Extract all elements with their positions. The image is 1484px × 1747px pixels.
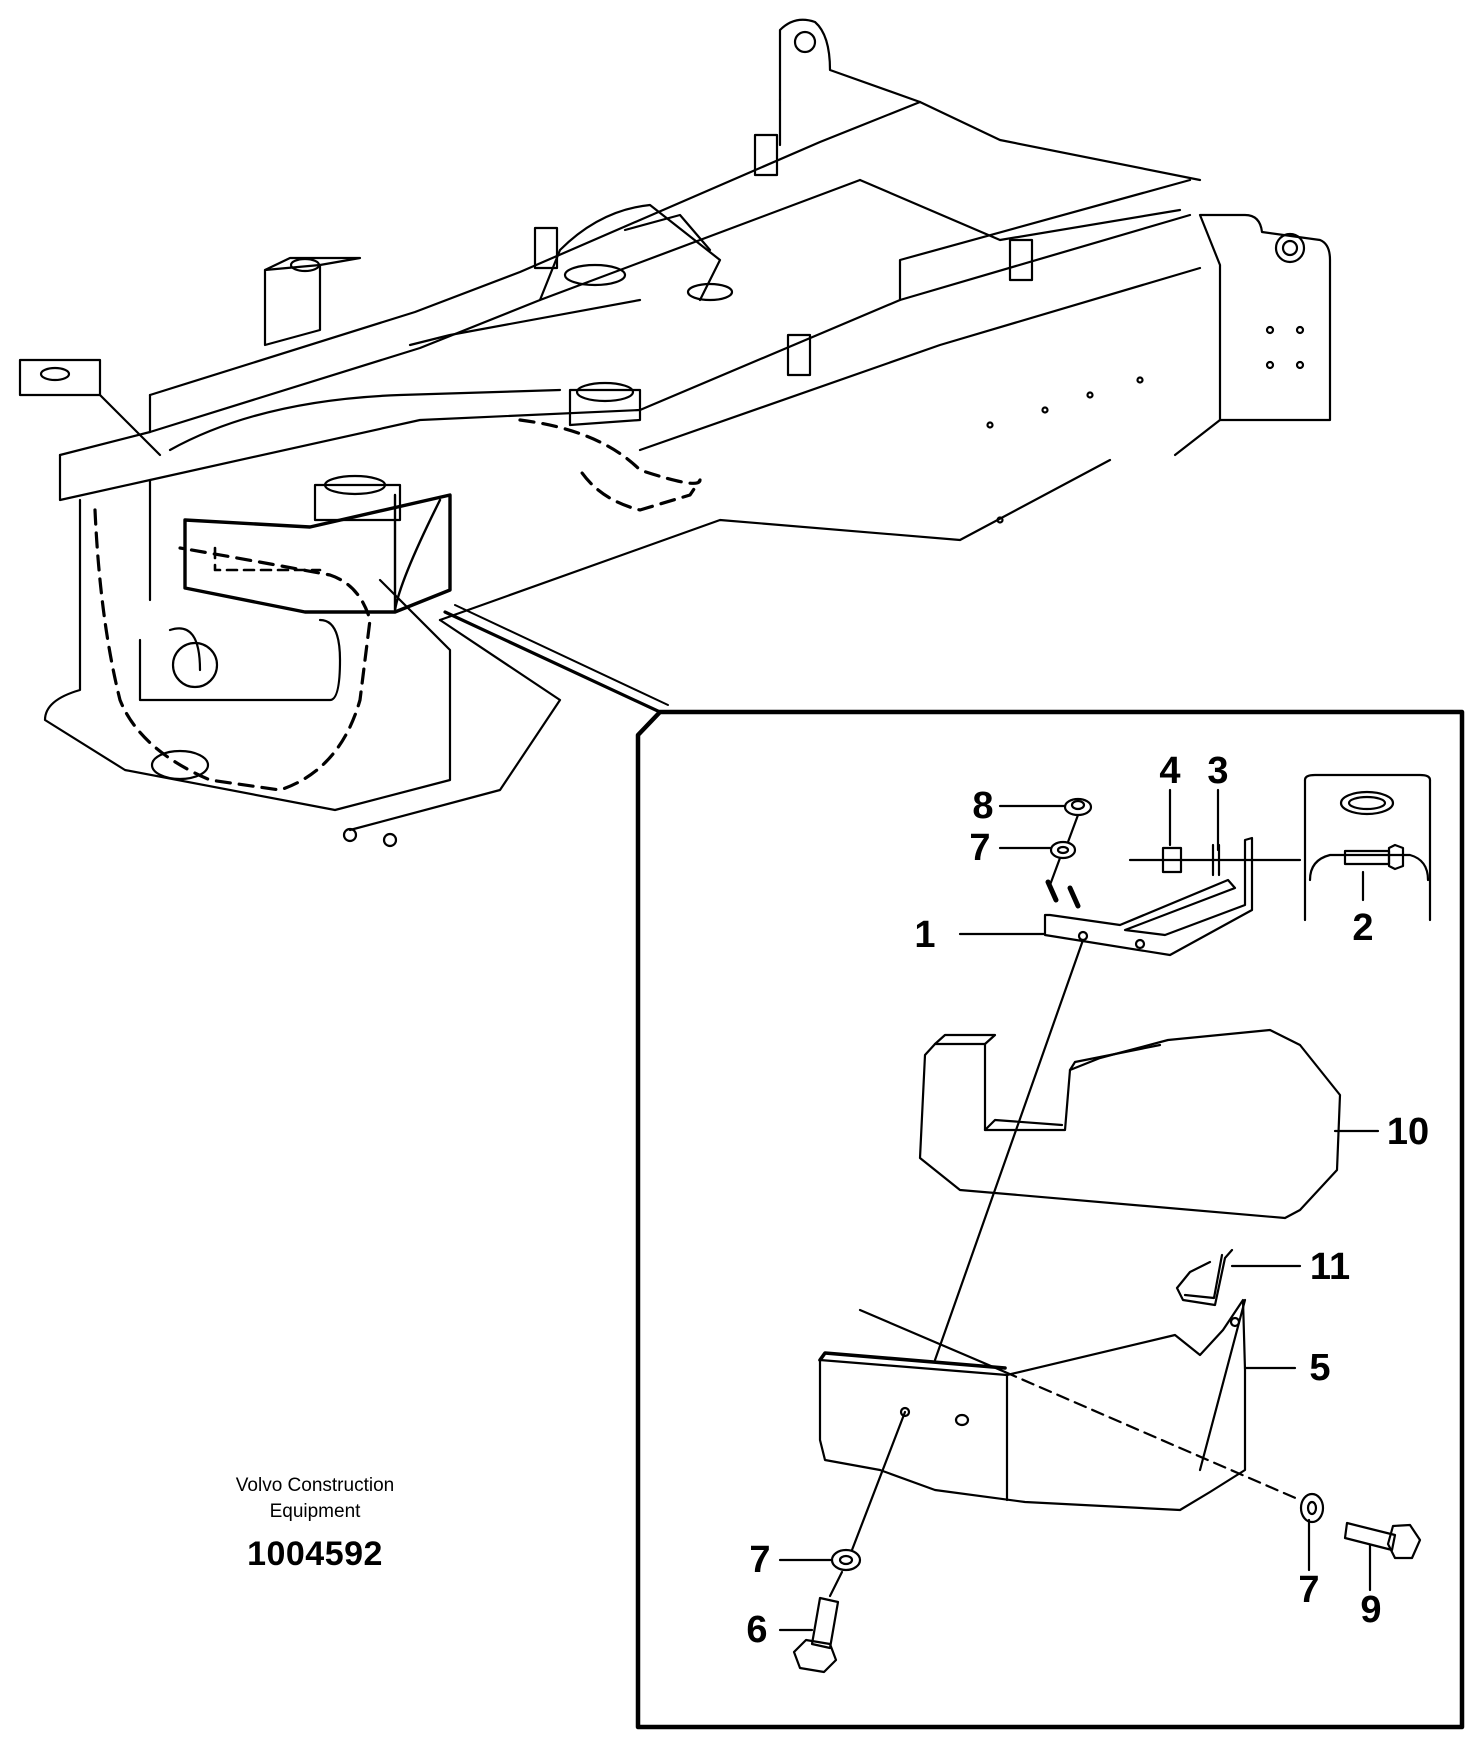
figure-caption: Volvo Construction Equipment 1004592 — [195, 1473, 435, 1574]
washer-part-7-lower-right — [1299, 1492, 1325, 1572]
nut-part-8 — [998, 797, 1093, 817]
callout-7-upper: 7 — [969, 827, 990, 869]
callout-3: 3 — [1207, 750, 1228, 792]
callout-6: 6 — [746, 1609, 767, 1651]
bolt-assembly-parts-2-3-4 — [1128, 773, 1432, 922]
callout-5: 5 — [1309, 1347, 1330, 1389]
detail-inset — [635, 709, 1465, 1730]
callout-11: 11 — [1310, 1246, 1350, 1288]
callout-9: 9 — [1360, 1589, 1381, 1631]
callout-8: 8 — [972, 785, 993, 827]
clip-part-11 — [1175, 1248, 1302, 1307]
callout-4: 4 — [1159, 750, 1180, 792]
manufacturer-line-2: Equipment — [269, 1501, 361, 1522]
bolt-part-9 — [1343, 1521, 1422, 1592]
figure-number: 1004592 — [247, 1535, 383, 1573]
callout-7-lower-right: 7 — [1298, 1569, 1319, 1611]
machine-frame — [18, 18, 1332, 848]
callout-2: 2 — [1352, 907, 1373, 949]
manufacturer-line-1: Volvo Construction — [235, 1475, 395, 1496]
bracket-part-1 — [958, 836, 1254, 957]
bolt-part-6 — [778, 1570, 844, 1674]
guard-pad-part-10 — [918, 1028, 1380, 1220]
guard-part-5 — [818, 1298, 1297, 1512]
washer-part-7-lower-left — [778, 1410, 907, 1572]
washer-part-7-upper — [998, 813, 1080, 887]
callout-10: 10 — [1387, 1111, 1429, 1153]
callout-1: 1 — [914, 914, 935, 956]
callout-labels: 1 2 3 4 5 6 7 7 7 8 9 10 11 — [746, 750, 1429, 1651]
callout-7-lower-left: 7 — [749, 1539, 770, 1581]
